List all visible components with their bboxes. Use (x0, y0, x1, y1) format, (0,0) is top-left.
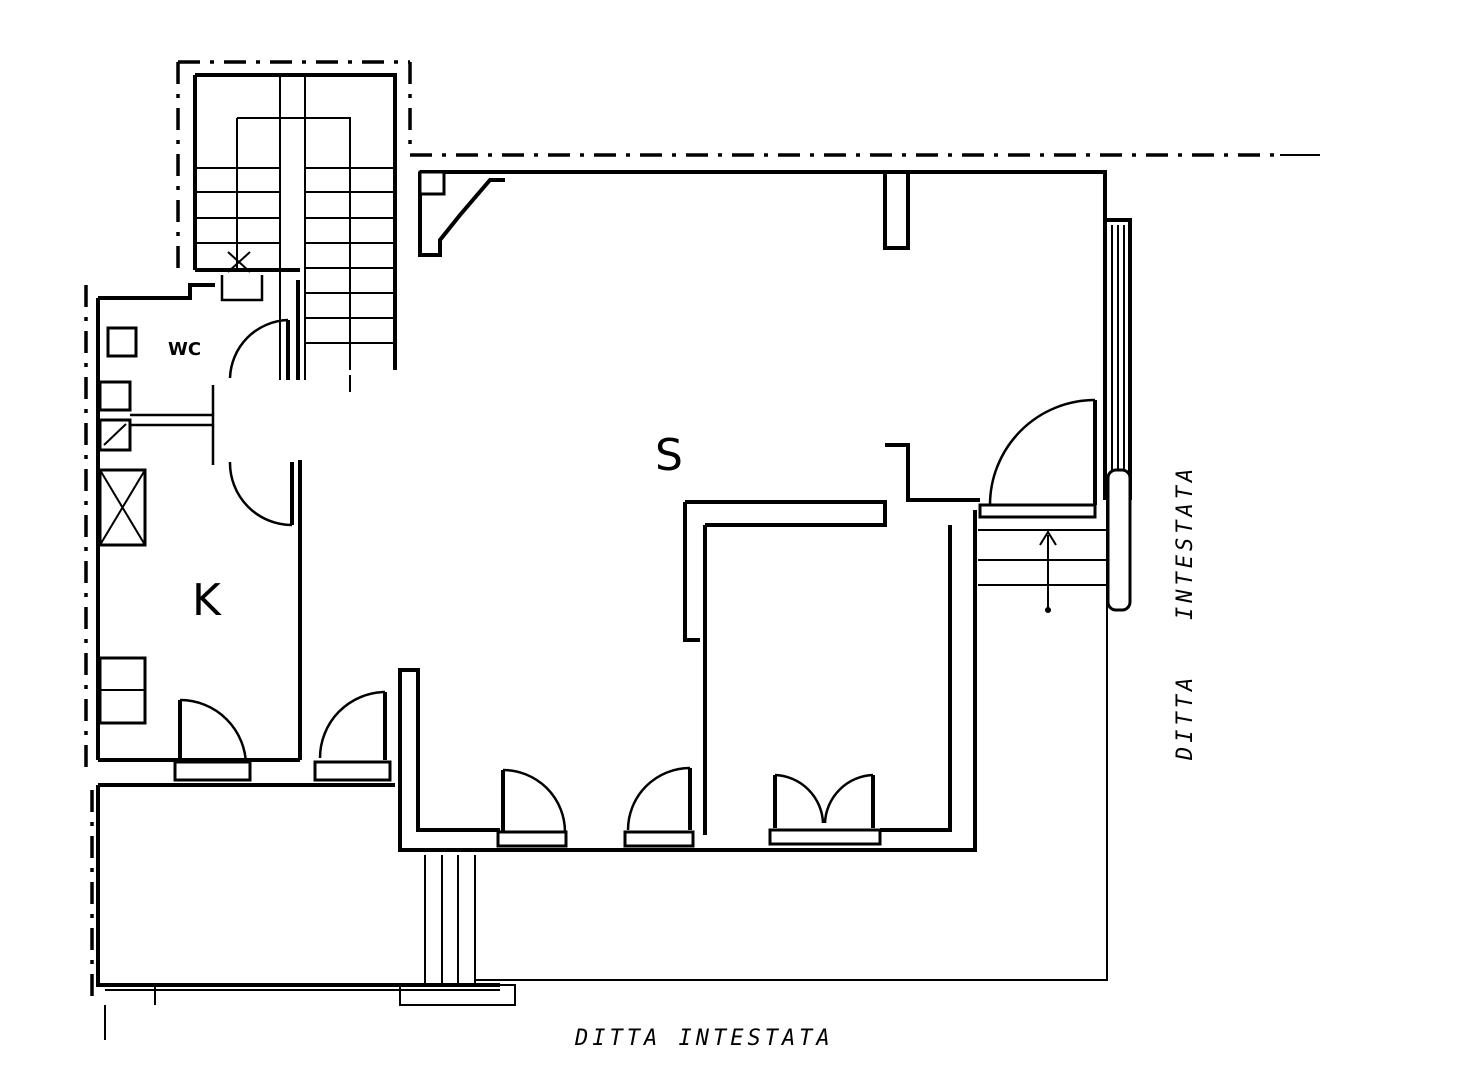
stair-treads (195, 167, 395, 344)
stairwell (193, 73, 397, 392)
toilet-fixture (106, 326, 138, 358)
kitchen-exterior-door (173, 698, 252, 782)
wc-kitchen-walls (96, 275, 302, 762)
note-right-lower: DITTA (1173, 674, 1198, 761)
terrace (96, 468, 1132, 1040)
room-label-kitchen: K (192, 575, 222, 626)
kitchen-door (228, 461, 294, 527)
wc-fixtures (98, 326, 138, 452)
note-bottom: DITTA INTESTATA (574, 1026, 834, 1051)
east-window (1111, 225, 1125, 470)
living-door-south-2 (623, 766, 695, 848)
wc-door (228, 318, 290, 380)
sink-fixture (98, 380, 132, 412)
living-exterior-door-west (313, 690, 392, 782)
living-room-walls (398, 170, 1132, 852)
doors (173, 318, 1097, 848)
room-door-south-double (768, 773, 882, 846)
living-door-south-1 (496, 768, 568, 848)
room-label-living: S (655, 430, 683, 481)
room-label-wc: WC (168, 339, 201, 360)
living-door-east (978, 398, 1097, 519)
kitchen-fixtures (98, 468, 147, 725)
property-boundary (84, 60, 1320, 1000)
note-right-upper: INTESTATA (1173, 465, 1198, 620)
